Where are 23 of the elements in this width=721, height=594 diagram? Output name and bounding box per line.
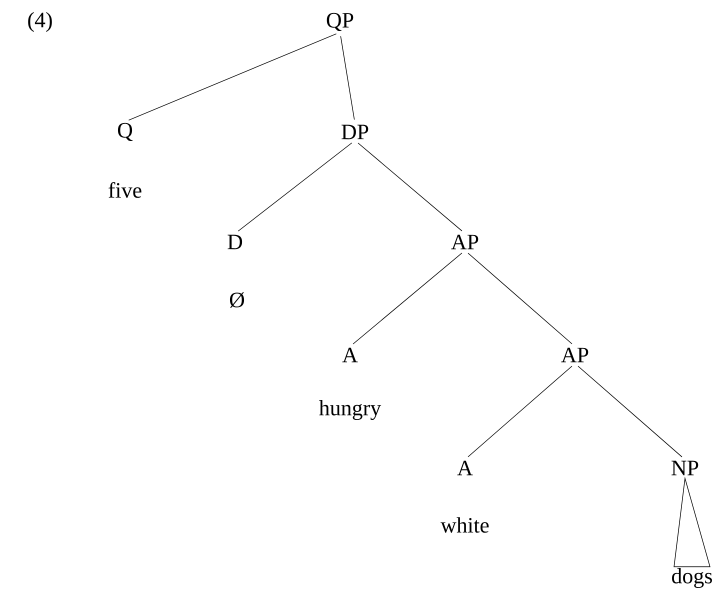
- branch-line: [468, 366, 572, 458]
- branch-line: [128, 33, 337, 121]
- branch-line: [238, 142, 352, 232]
- category-label: AP: [451, 234, 478, 250]
- branch-line: [578, 366, 682, 458]
- word-label: Ø: [230, 292, 244, 308]
- branch-line: [468, 252, 572, 344]
- category-label: dogs: [672, 568, 712, 588]
- branch-line: [340, 36, 355, 120]
- word-label: white: [440, 517, 489, 533]
- word-label: five: [108, 182, 142, 198]
- category-label: DP: [342, 124, 368, 140]
- category-label: AP: [561, 348, 588, 362]
- category-label: Q: [118, 122, 133, 142]
- word-label: hungry: [319, 400, 382, 420]
- category-label: A: [457, 460, 473, 476]
- category-label: QP: [326, 12, 354, 32]
- example-number: (4): [28, 12, 52, 32]
- category-label: NP: [672, 460, 698, 476]
- branch-line: [358, 142, 462, 232]
- branch-line: [352, 252, 462, 344]
- category-label: A: [342, 348, 358, 362]
- category-label: D: [228, 234, 242, 250]
